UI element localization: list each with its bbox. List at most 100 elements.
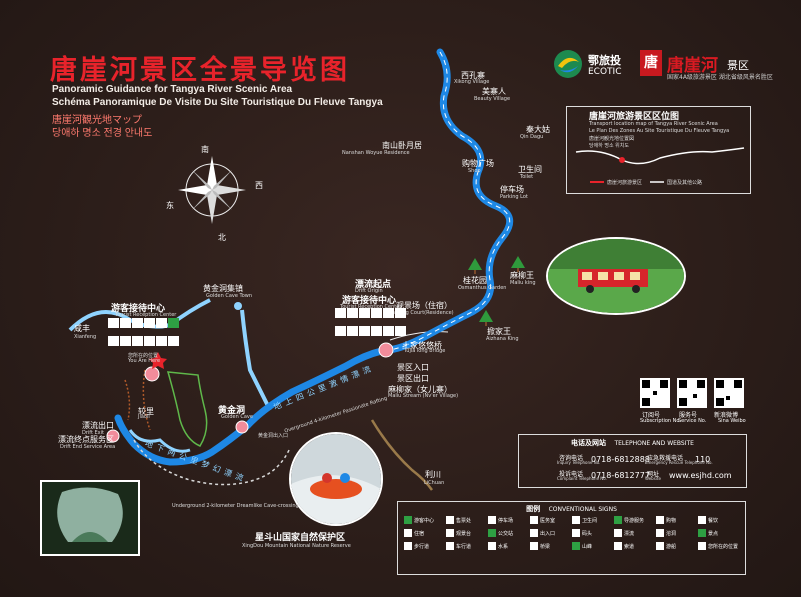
pin-drift-end[interactable] <box>106 429 120 443</box>
pin-golden-cave[interactable] <box>235 420 249 434</box>
qr-code-icon[interactable] <box>677 378 707 408</box>
legend-item: 山峰 <box>572 542 614 550</box>
legend-item: 索道 <box>614 542 656 550</box>
place-visitor-center-mid: 游客接待中心 <box>342 296 397 306</box>
legend-symbol-icon <box>488 529 496 537</box>
legend-item: 景点 <box>698 529 740 537</box>
location-map-title-en: Transport location map of Tangya River S… <box>589 121 718 127</box>
qr-code-icon[interactable] <box>640 378 670 408</box>
river-small-branch <box>128 429 191 453</box>
legend-symbol-icon <box>530 529 538 537</box>
place-qinda: 秦大姑 <box>526 125 550 134</box>
legend-symbol-icon <box>614 529 622 537</box>
legend-item: 售票处 <box>446 516 488 524</box>
legend-item: 卫生间 <box>572 516 614 524</box>
place-malinwang-en: Maliu king <box>510 280 536 286</box>
place-lichuan: 利川 <box>425 470 441 479</box>
legend-symbol-icon <box>572 529 580 537</box>
legend-title: 图例 CONVENTIONAL SIGNS <box>398 504 745 514</box>
legend-symbol-icon <box>656 516 664 524</box>
facility-icon <box>395 325 406 336</box>
legend-item: 漂流 <box>614 529 656 537</box>
cave-route <box>133 439 291 486</box>
facility-icon <box>335 308 346 318</box>
contact-inquiry-number[interactable]: 0718-6812888 <box>591 455 650 464</box>
place-xingdou-en: XingDou Mountain National Nature Reserve <box>242 543 351 549</box>
place-nanshan-en: Nanshan Woyue Residence <box>342 150 410 156</box>
legend-grid: 游客中心售票处停车场医务室卫生间导游服务购物餐饮住宿观景台公交站出入口码头漂流溶… <box>404 516 740 550</box>
place-malianjia: 麻柳家（女儿寨） <box>388 385 452 394</box>
river-main <box>114 48 514 466</box>
contact-complaint-number[interactable]: 0718-6812777 <box>591 471 650 480</box>
tree-icon <box>511 256 525 272</box>
legend-item: 餐饮 <box>698 516 740 524</box>
legend-item-label: 公交站 <box>498 530 514 537</box>
river-main-highlight <box>385 51 511 351</box>
facility-icon <box>108 335 119 346</box>
place-drift-exit-en: Drift Exit <box>82 430 104 436</box>
legend-symbol-icon <box>446 529 454 537</box>
legend-symbol-icon <box>446 516 454 524</box>
pin-drift-origin[interactable] <box>378 342 394 358</box>
legend-title-en: CONVENTIONAL SIGNS <box>548 506 617 513</box>
qr-code-icon[interactable] <box>714 378 744 408</box>
place-nanshan: 南山卧月居 <box>382 141 422 150</box>
place-jiuxian: 较里 <box>138 407 154 416</box>
pin-left-center[interactable] <box>144 366 160 382</box>
green-trail <box>166 371 208 447</box>
legend-item: 游客中心 <box>404 516 446 524</box>
place-visitor-center-mid-en: Tourist Reception Center <box>340 304 402 310</box>
legend-item-label: 住宿 <box>414 530 425 537</box>
road-to-lichuan <box>370 419 434 491</box>
contact-emergency-number[interactable]: 110 <box>695 455 711 464</box>
place-malinwang: 麻柳王 <box>510 271 534 280</box>
legend-symbol-icon <box>404 516 412 524</box>
location-map-title-fr: Le Plan Des Zones Au Site Touristique Du… <box>589 128 730 134</box>
legend-symbol-icon <box>614 516 622 524</box>
legend-symbol-icon <box>530 516 538 524</box>
location-map-panel: 唐崖河旅游景区区位图 Transport location map of Tan… <box>566 106 751 194</box>
contact-emergency-label: 应急救援电话 <box>647 455 684 462</box>
place-qinda-en: Qin Dagu <box>520 134 544 140</box>
place-visitor-center-left: 游客接待中心 <box>111 304 166 314</box>
legend-item-label: 游船 <box>666 543 677 550</box>
place-golden-cave-en: Golden Cave <box>221 414 253 420</box>
subtitle-ja: 唐崖河観光地マップ <box>52 115 142 126</box>
brown-trail <box>124 369 151 431</box>
legend-item: 游船 <box>656 542 698 550</box>
legend-item-label: 停车场 <box>498 517 514 524</box>
contact-complaint-en: Complaint Telephone No. <box>557 476 607 481</box>
tree-icon <box>468 258 482 274</box>
legend-item: 停车场 <box>488 516 530 524</box>
contact-website[interactable]: www.esjhd.com <box>669 471 732 480</box>
legend-item: 水系 <box>488 542 530 550</box>
qr-label-3: 新浪微博 <box>714 412 739 419</box>
compass-west: 西 <box>255 181 263 190</box>
legend-symbol-icon <box>656 542 664 550</box>
legend-item-label: 餐饮 <box>708 517 719 524</box>
facility-icon <box>132 318 143 328</box>
legend-item-label: 景点 <box>708 530 719 537</box>
legend-symbol-icon <box>404 542 412 550</box>
qr-label-3-en: Sina Weibo <box>718 418 746 424</box>
facility-icon <box>359 325 370 336</box>
legend-item-label: 购物 <box>666 517 677 524</box>
contact-inquiry-en: Inquiry Telephone No. <box>557 460 601 465</box>
contact-title: 电话及网站 TELEPHONE AND WEBSITE <box>519 438 746 448</box>
legend-symbol-icon <box>614 542 622 550</box>
compass-south: 南 <box>201 145 209 154</box>
place-weishengjian-en: Toilet <box>520 174 534 180</box>
place-tingchechang-en: Parking Lot <box>500 194 528 200</box>
you-are-here-star-icon <box>149 352 167 369</box>
ecotic-zh: 鄂旅投 <box>588 54 621 67</box>
legend-item: 公交站 <box>488 529 530 537</box>
contact-web-en: Website <box>645 476 661 481</box>
place-meishan: 美寨人 <box>482 87 506 96</box>
pin-golden-cave-town[interactable] <box>234 302 242 310</box>
legend-item-label: 医务室 <box>540 517 556 524</box>
legend-item: 车行道 <box>446 542 488 550</box>
facility-icon <box>383 308 394 318</box>
legend-symbol-icon <box>656 529 664 537</box>
legend-item-label: 导游服务 <box>624 517 645 524</box>
